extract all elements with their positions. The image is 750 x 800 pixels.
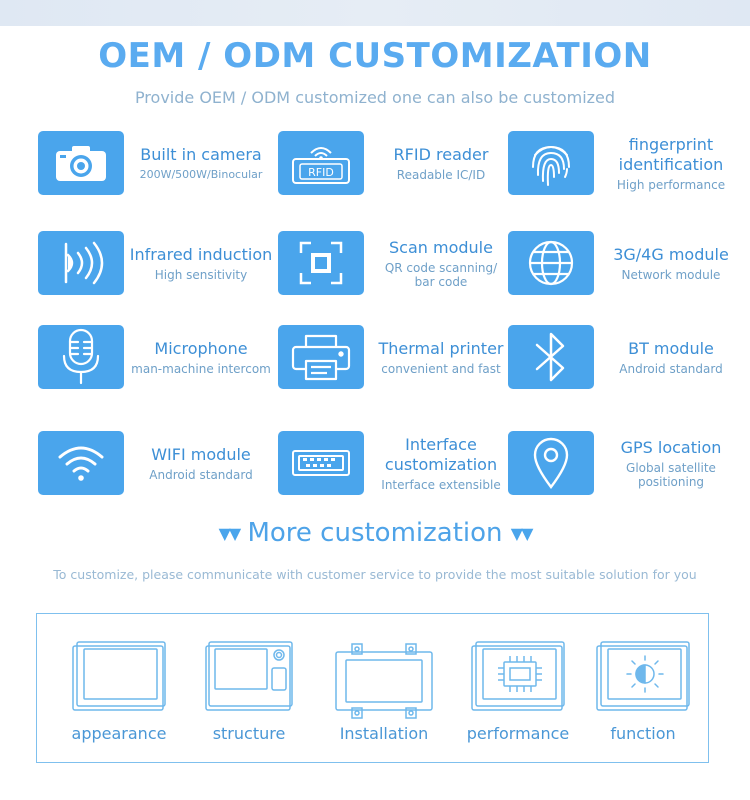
customization-performance: performance bbox=[463, 640, 573, 760]
page-subtitle: Provide OEM / ODM customized one can als… bbox=[134, 88, 616, 107]
customization-label: Installation bbox=[339, 724, 429, 743]
feature-title: 3G/4G module bbox=[613, 244, 729, 264]
feature-subtitle: Network module bbox=[621, 267, 721, 282]
feature-subtitle: convenient and fast bbox=[381, 361, 501, 376]
feature-subtitle: High performance bbox=[616, 177, 726, 192]
globe-icon bbox=[508, 231, 594, 295]
feature-infrared: Infrared induction High sensitivity bbox=[38, 231, 278, 297]
interface-port-icon bbox=[278, 431, 364, 495]
feature-microphone: Microphone man-machine intercom bbox=[38, 325, 278, 391]
feature-title: RFID reader bbox=[393, 144, 489, 164]
triangle-down-icon: ▼▼ bbox=[510, 524, 534, 543]
customization-installation: Installation bbox=[329, 640, 439, 760]
more-customization-title: More customization bbox=[247, 518, 503, 548]
feature-subtitle: QR code scanning/ bar code bbox=[384, 260, 498, 289]
feature-rfid: RFID RFID reader Readable IC/ID bbox=[278, 131, 518, 197]
feature-fingerprint: fingerprint identification High performa… bbox=[508, 131, 748, 197]
microphone-icon bbox=[38, 325, 124, 389]
feature-subtitle: Readable IC/ID bbox=[396, 167, 486, 182]
customization-structure: structure bbox=[194, 640, 304, 760]
installation-panel-icon bbox=[335, 643, 433, 719]
customization-label: performance bbox=[466, 724, 570, 743]
feature-subtitle: High sensitivity bbox=[154, 267, 248, 282]
feature-subtitle: Android standard bbox=[619, 361, 723, 376]
feature-title: fingerprint identification bbox=[618, 134, 724, 174]
scan-icon bbox=[278, 231, 364, 295]
more-customization-description: To customize, please communicate with cu… bbox=[53, 567, 697, 582]
feature-subtitle: Global satellite positioning bbox=[626, 460, 716, 489]
feature-subtitle: 200W/500W/Binocular bbox=[139, 167, 263, 181]
customization-label: appearance bbox=[71, 724, 167, 743]
top-decorative-band bbox=[0, 0, 750, 26]
performance-chip-icon bbox=[471, 641, 565, 711]
feature-network: 3G/4G module Network module bbox=[508, 231, 748, 297]
feature-title: WIFI module bbox=[151, 444, 251, 464]
feature-title: Built in camera bbox=[140, 144, 262, 164]
wifi-icon bbox=[38, 431, 124, 495]
infrared-icon bbox=[38, 231, 124, 295]
function-brightness-icon bbox=[596, 641, 690, 711]
feature-title: Interface customization bbox=[384, 434, 498, 474]
customization-options-box: appearance structure Installation bbox=[36, 613, 709, 763]
feature-title: Thermal printer bbox=[378, 338, 504, 358]
customization-label: function bbox=[610, 724, 676, 743]
feature-title: Microphone bbox=[154, 338, 248, 358]
structure-panel-icon bbox=[205, 641, 293, 711]
feature-printer: Thermal printer convenient and fast bbox=[278, 325, 518, 391]
feature-title: Infrared induction bbox=[129, 244, 273, 264]
appearance-panel-icon bbox=[72, 641, 166, 711]
customization-function: function bbox=[588, 640, 698, 760]
camera-icon bbox=[38, 131, 124, 195]
feature-wifi: WIFI module Android standard bbox=[38, 431, 278, 497]
triangle-down-icon: ▼▼ bbox=[218, 524, 242, 543]
customization-appearance: appearance bbox=[64, 640, 174, 760]
feature-bluetooth: BT module Android standard bbox=[508, 325, 748, 391]
page-title: OEM / ODM CUSTOMIZATION bbox=[98, 36, 652, 76]
rfid-icon: RFID bbox=[278, 131, 364, 195]
feature-gps: GPS location Global satellite positionin… bbox=[508, 431, 748, 497]
more-customization-heading: ▼▼ More customization ▼▼ bbox=[0, 518, 750, 548]
bluetooth-icon bbox=[508, 325, 594, 389]
printer-icon bbox=[278, 325, 364, 389]
feature-title: GPS location bbox=[620, 437, 722, 457]
feature-subtitle: man-machine intercom bbox=[131, 361, 271, 376]
fingerprint-icon bbox=[508, 131, 594, 195]
feature-title: Scan module bbox=[389, 237, 493, 257]
feature-subtitle: Interface extensible bbox=[381, 477, 501, 492]
feature-subtitle: Android standard bbox=[149, 467, 253, 482]
feature-scan: Scan module QR code scanning/ bar code bbox=[278, 231, 518, 297]
location-pin-icon bbox=[508, 431, 594, 495]
customization-label: structure bbox=[212, 724, 286, 743]
svg-text:RFID: RFID bbox=[308, 166, 334, 179]
feature-title: BT module bbox=[628, 338, 714, 358]
feature-camera: Built in camera 200W/500W/Binocular bbox=[38, 131, 278, 197]
feature-interface: Interface customization Interface extens… bbox=[278, 431, 518, 497]
